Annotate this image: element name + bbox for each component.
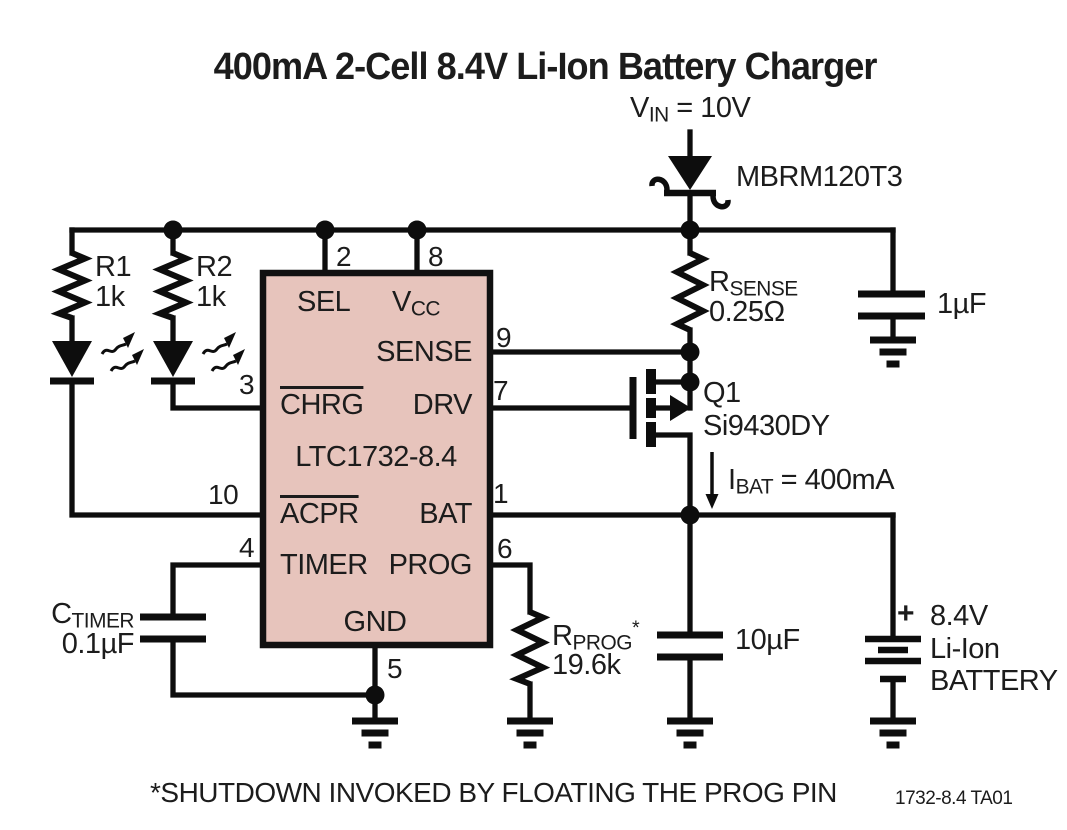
ic-body (259, 269, 494, 649)
q1-ref-label: Q1 (703, 377, 741, 409)
battery-plus-label: + (897, 597, 915, 630)
rprog-value-label: 19.6k (552, 649, 621, 681)
ic-pin-chrg: CHRG (280, 389, 364, 421)
ground-icon (352, 721, 398, 745)
mosfet-q1-icon (629, 369, 691, 447)
pin-number-10: 10 (208, 479, 239, 510)
pin-number-5: 5 (387, 653, 403, 684)
resistor-r1-icon (50, 250, 93, 321)
ic-part-number: LTC1732-8.4 (295, 441, 457, 473)
resistor-r2-icon (151, 250, 194, 321)
junction-dots (163, 220, 700, 705)
ic-pin-sel: SEL (297, 286, 351, 318)
rsense-value-label: 0.25Ω (709, 296, 785, 328)
capacitor-1uf-icon (858, 290, 925, 320)
pin-number-8: 8 (428, 241, 444, 272)
ground-icon (507, 721, 553, 745)
capacitor-10uf-icon (657, 631, 723, 661)
r1-name-label: R1 (95, 251, 132, 283)
c1-value-label: 1µF (937, 288, 987, 320)
rprog-name-label: RPROG* (552, 617, 640, 655)
ibat-arrow-icon (705, 452, 719, 509)
pin-number-6: 6 (497, 533, 513, 564)
pin-number-7: 7 (493, 375, 509, 406)
schottky-diode-icon (649, 156, 731, 210)
pin-number-1: 1 (493, 478, 509, 509)
ic-pin-timer: TIMER (280, 549, 368, 581)
c10-value-label: 10µF (735, 624, 800, 656)
footnote: *SHUTDOWN INVOKED BY FLOATING THE PROG P… (150, 777, 837, 808)
diode-part-label: MBRM120T3 (736, 161, 903, 193)
ic-pin-drv: DRV (412, 389, 473, 421)
r2-name-label: R2 (196, 251, 233, 283)
ic-pin-sense: SENSE (376, 336, 472, 368)
ground-icon (870, 340, 916, 364)
rsense-name-label: RSENSE (709, 266, 798, 301)
r1-value-label: 1k (95, 281, 125, 313)
pin-number-4: 4 (239, 532, 255, 563)
resistor-rprog-icon (509, 609, 551, 687)
ground-icon (870, 721, 916, 745)
ibat-label: IBAT = 400mA (728, 464, 895, 499)
schematic-title: 400mA 2-Cell 8.4V Li-Ion Battery Charger (213, 46, 878, 88)
battery-name-label: BATTERY (930, 665, 1058, 697)
figure-tag: 1732-8.4 TA01 (895, 788, 1013, 809)
pin-number-9: 9 (496, 322, 512, 353)
battery-chem-label: Li-Ion (930, 633, 1000, 665)
ic-pin-prog: PROG (388, 549, 473, 581)
capacitor-ctimer-icon (140, 613, 206, 643)
ctimer-value-label: 0.1µF (61, 628, 135, 660)
ic-pin-bat: BAT (419, 498, 472, 530)
led1-icon (50, 330, 146, 385)
ic-pin-gnd: GND (343, 606, 407, 638)
pin-number-3: 3 (239, 369, 255, 400)
battery-voltage-label: 8.4V (930, 600, 988, 632)
led2-icon (151, 330, 247, 385)
ctimer-name-label: CTIMER (51, 598, 134, 633)
ground-icon (667, 721, 713, 745)
q1-part-label: Si9430DY (703, 410, 830, 442)
ic-pin-vcc: VCC (392, 286, 441, 321)
ic-pin-acpr: ACPR (280, 498, 359, 530)
pin-number-2: 2 (336, 241, 352, 272)
battery-icon (865, 635, 921, 683)
resistor-rsense-icon (670, 250, 710, 333)
r2-value-label: 1k (196, 281, 226, 313)
vin-label: VIN = 10V (630, 92, 751, 127)
